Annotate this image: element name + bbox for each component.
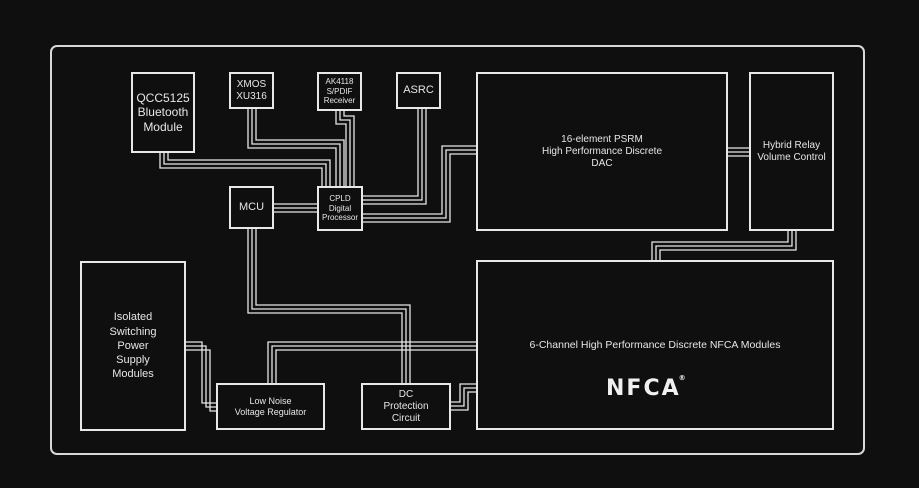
bluetooth-module-label: QCC5125 Bluetooth Module [136,90,190,134]
power-supply-label: Isolated Switching Power Supply Modules [109,311,157,381]
wire-spdif-cpld [335,110,355,188]
spdif-receiver-label: AK4118 S/PDIF Receiver [323,77,356,106]
registered-mark: ® [678,374,688,382]
power-supply-block: Isolated Switching Power Supply Modules [80,261,186,431]
wire-asrc-cpld [362,108,427,205]
volume-control-label: Hybrid Relay Volume Control [757,139,826,163]
xmos-block: XMOS XU316 [229,72,274,109]
wire-mcu-cpld [274,203,318,213]
nfca-logo-text: NFCA [606,376,681,401]
wire-cpld-dac [362,145,478,223]
nfca-modules-block: 6-Channel High Performance Discrete NFCA… [476,260,834,430]
dac-label: 16-element PSRM High Performance Discret… [541,133,663,169]
outer-frame [50,45,865,455]
dac-block: 16-element PSRM High Performance Discret… [476,72,728,231]
mcu-block: MCU [229,186,274,229]
voltage-regulator-label: Low Noise Voltage Regulator [234,395,307,417]
dc-protection-label: DC Protection Circuit [383,388,429,424]
asrc-label: ASRC [403,83,434,96]
wire-bluetooth-cpld [159,152,331,188]
wire-dac-volume [726,147,750,157]
voltage-regulator-block: Low Noise Voltage Regulator [216,383,325,430]
dc-protection-block: DC Protection Circuit [361,383,451,430]
cpld-block: CPLD Digital Processor [317,186,363,231]
wire-xmos-cpld [247,108,345,188]
cpld-label: CPLD Digital Processor [321,194,358,223]
bluetooth-module-block: QCC5125 Bluetooth Module [131,72,195,153]
wire-dc-nfca [450,383,478,411]
wire-volume-nfca [651,230,797,262]
spdif-receiver-block: AK4118 S/PDIF Receiver [317,72,362,111]
wire-power-regulator [185,341,218,412]
nfca-logo: NFCA® [606,374,690,401]
asrc-block: ASRC [396,72,441,109]
mcu-label: MCU [238,200,265,213]
xmos-label: XMOS XU316 [236,78,267,102]
nfca-modules-label: 6-Channel High Performance Discrete NFCA… [529,339,781,351]
wire-regulator-nfca [267,341,478,384]
volume-control-block: Hybrid Relay Volume Control [749,72,834,231]
